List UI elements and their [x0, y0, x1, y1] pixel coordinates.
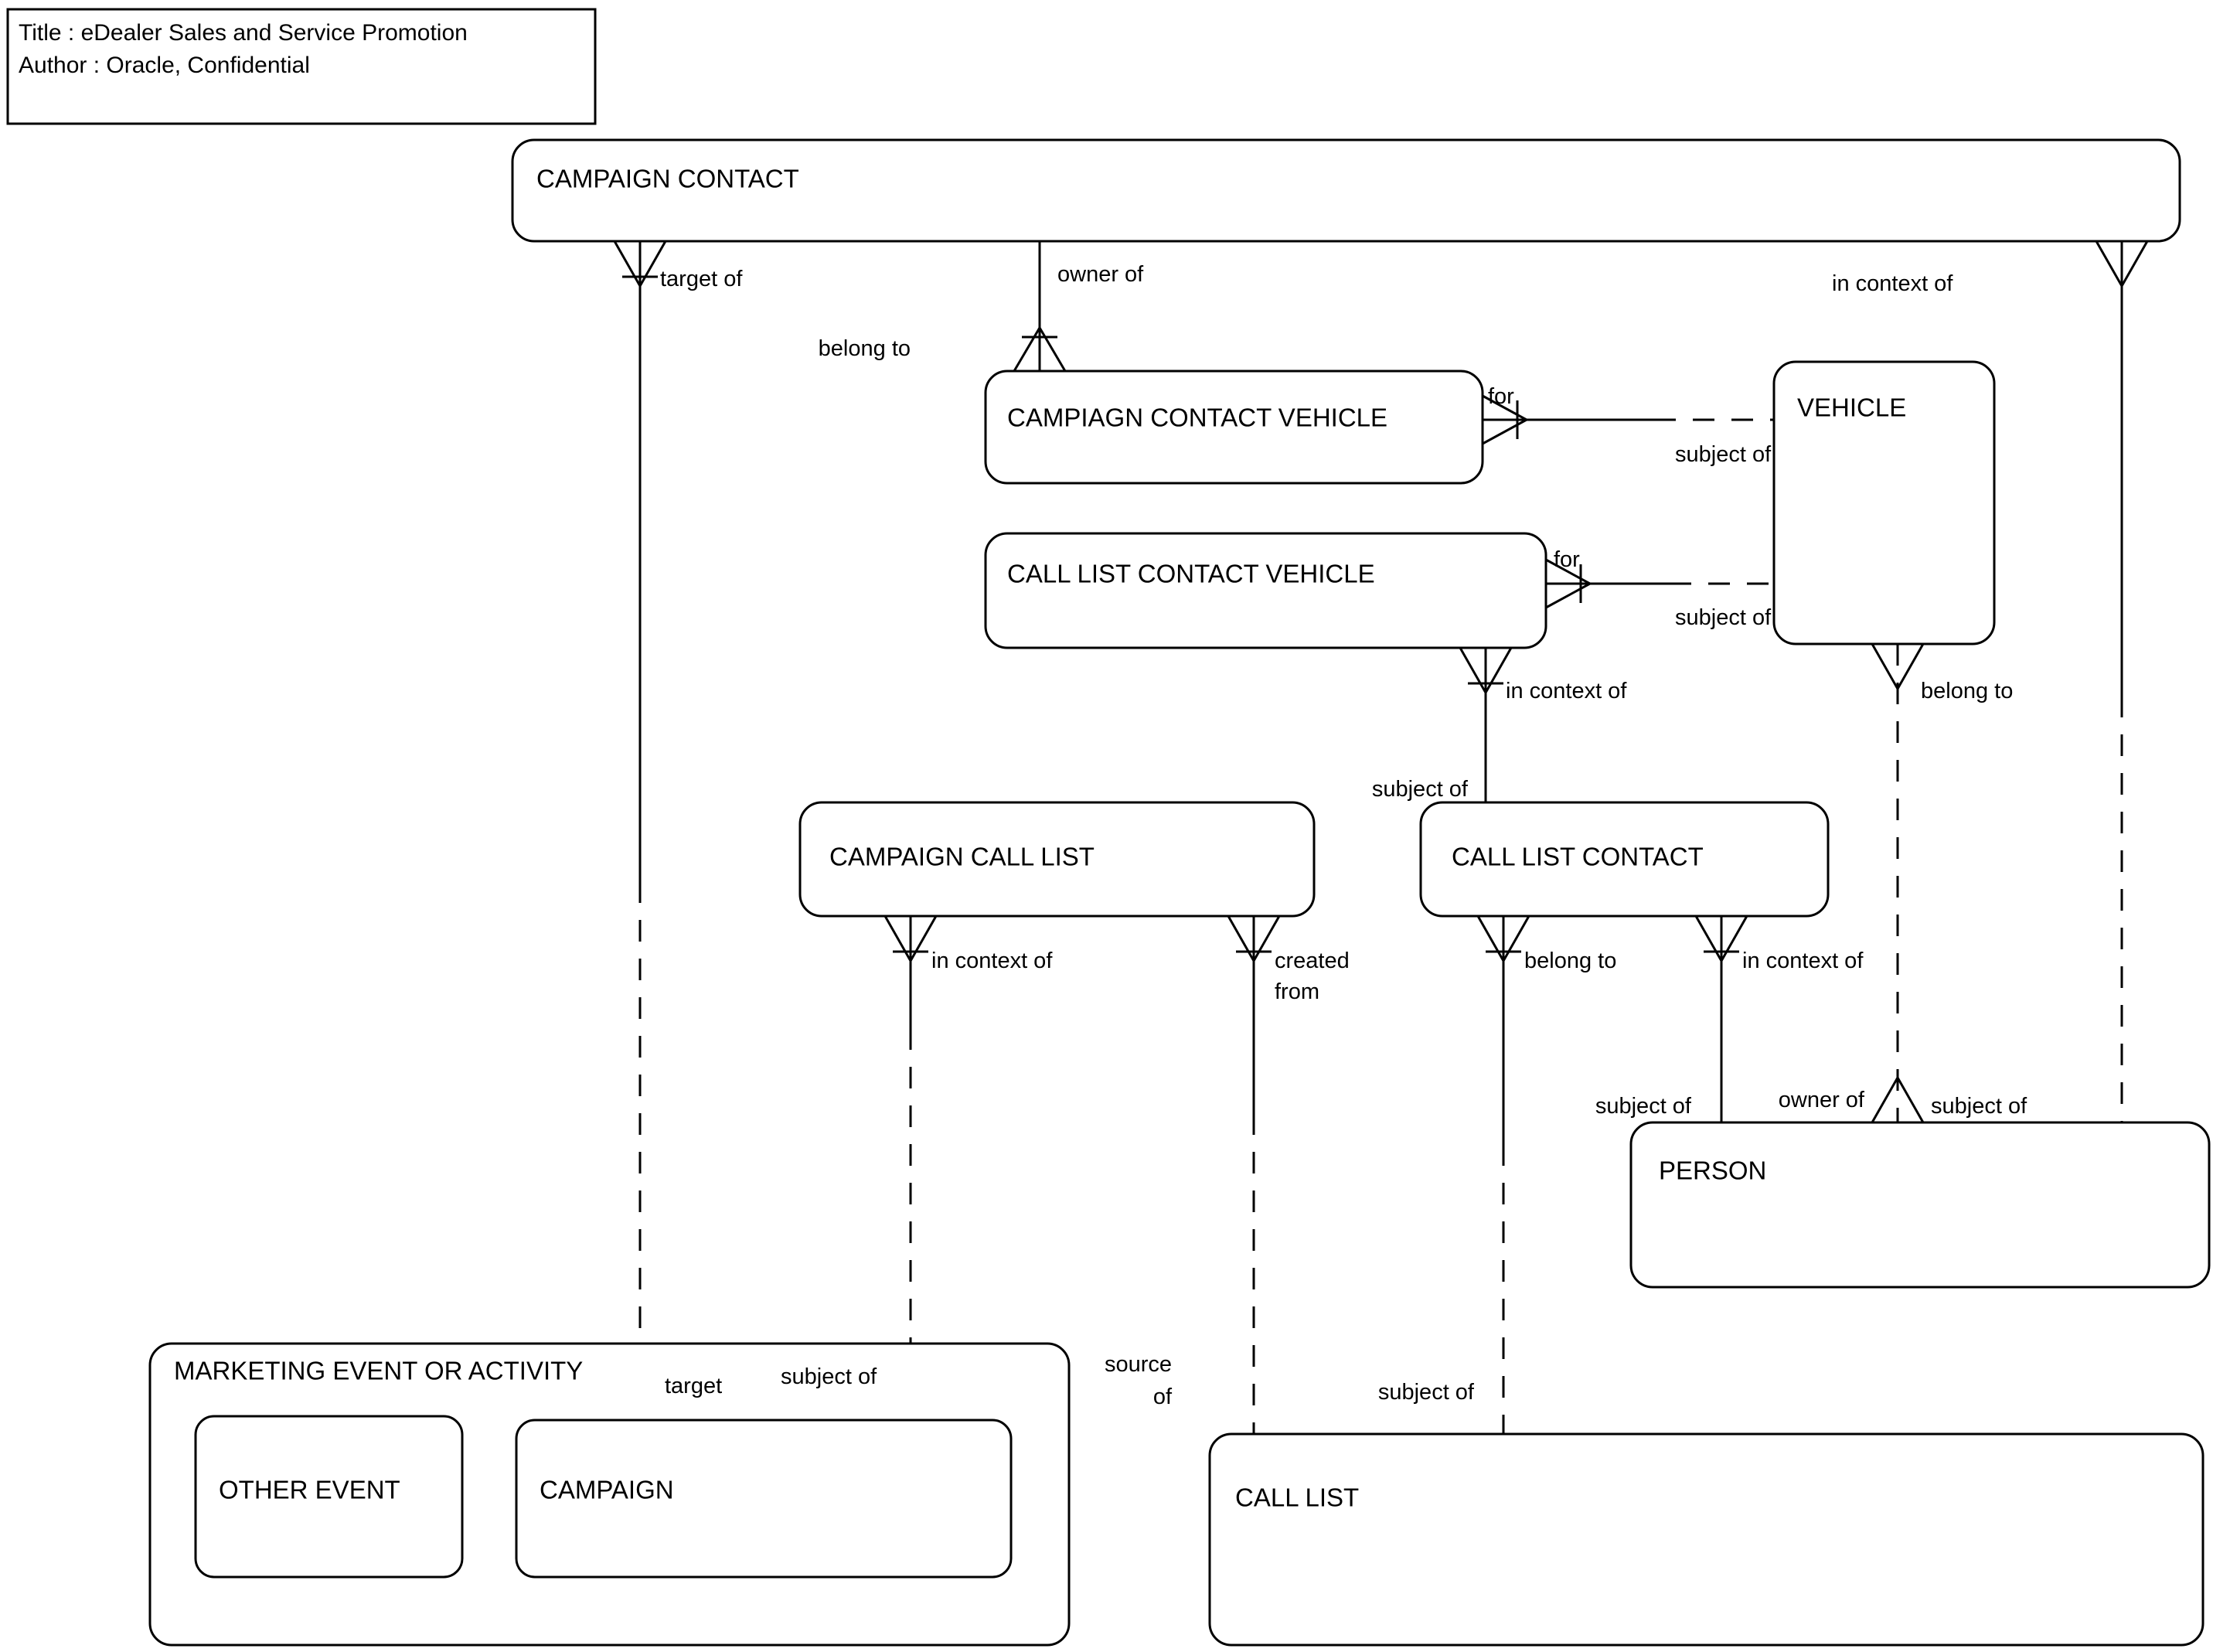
entity-call-list[interactable] — [1208, 1432, 2204, 1647]
crowsfoot-belong-to-clc — [1476, 915, 1530, 964]
entity-campiagn-contact-vehicle[interactable] — [984, 370, 1484, 485]
entity-campaign-call-list[interactable] — [798, 801, 1316, 918]
entity-vehicle[interactable] — [1772, 360, 1996, 645]
label-source-of-line2: of — [1153, 1385, 1173, 1409]
label-subject-of-call-list: subject of — [1378, 1380, 1475, 1405]
crowsfoot-belong-to-vehicle — [1871, 643, 1925, 692]
label-created-from-line2: from — [1275, 979, 1319, 1004]
entity-campaign-contact-label: CAMPAIGN CONTACT — [536, 165, 799, 193]
label-subject-of-clcv-clc: subject of — [1372, 777, 1469, 802]
entity-person-label: PERSON — [1659, 1156, 1766, 1185]
label-subject-of-ccv-vehicle: subject of — [1675, 442, 1772, 467]
crowsfoot-in-context-of-right — [2095, 240, 2149, 289]
label-in-context-of-clcv: in context of — [1506, 679, 1627, 703]
label-created-from-line1: created — [1275, 949, 1350, 973]
crowsfoot-in-context-of-clcv — [1459, 647, 1513, 696]
label-belong-to-campiagn-contact-vehicle: belong to — [819, 336, 911, 361]
entity-call-list-contact-vehicle-label: CALL LIST CONTACT VEHICLE — [1007, 560, 1375, 588]
label-subject-of-person-right: subject of — [1931, 1094, 2027, 1119]
label-target-campaign: target — [665, 1374, 722, 1398]
entity-call-list-contact[interactable] — [1419, 801, 1830, 918]
label-subject-of-person-left: subject of — [1595, 1094, 1692, 1119]
entity-call-list-contact-vehicle[interactable] — [984, 532, 1547, 649]
label-owner-of-campaign-contact: owner of — [1057, 262, 1144, 287]
crowsfoot-owner-of-person — [1871, 1075, 1925, 1123]
entity-person[interactable] — [1629, 1121, 2211, 1289]
entity-marketing-event-or-activity-label: MARKETING EVENT OR ACTIVITY — [174, 1357, 583, 1385]
crowsfoot-in-context-of-clc — [1694, 915, 1748, 964]
title-block-line-2: Author : Oracle, Confidential — [19, 53, 310, 78]
label-source-of-line1: source — [1105, 1352, 1172, 1377]
entity-campaign-call-list-label: CAMPAIGN CALL LIST — [829, 843, 1095, 871]
crowsfoot-for-call-list-contact-vehicle — [1545, 558, 1593, 609]
label-in-context-of-call-list-contact: in context of — [1742, 949, 1864, 973]
crowsfoot-target-of — [613, 240, 667, 289]
entity-campiagn-contact-vehicle-label: CAMPIAGN CONTACT VEHICLE — [1007, 404, 1387, 432]
label-belong-to-call-list-contact: belong to — [1524, 949, 1616, 973]
crowsfoot-created-from-ccl — [1227, 915, 1281, 964]
entity-campaign-label: CAMPAIGN — [540, 1476, 674, 1504]
label-in-context-of-campaign-call-list: in context of — [931, 949, 1053, 973]
label-in-context-of-campaign-contact: in context of — [1832, 271, 1953, 296]
crowsfoot-for-campiagn-contact-vehicle — [1482, 394, 1530, 445]
label-owner-of-person: owner of — [1779, 1088, 1865, 1112]
entity-vehicle-label: VEHICLE — [1797, 393, 1906, 422]
entity-other-event[interactable] — [194, 1415, 464, 1579]
entity-call-list-label: CALL LIST — [1235, 1483, 1359, 1512]
crowsfoot-belong-to-campiagn-contact-vehicle — [1013, 325, 1067, 372]
entity-campaign-contact[interactable] — [511, 138, 2181, 243]
label-for-call-list-contact-vehicle: for — [1554, 547, 1580, 572]
entity-call-list-contact-label: CALL LIST CONTACT — [1452, 843, 1704, 871]
entity-campaign[interactable] — [515, 1419, 1013, 1579]
label-subject-of-campaign: subject of — [781, 1364, 877, 1389]
label-belong-to-vehicle: belong to — [1921, 679, 2013, 703]
label-for-campiagn-contact-vehicle: for — [1488, 384, 1514, 409]
title-block-line-1: Title : eDealer Sales and Service Promot… — [19, 20, 468, 46]
entity-other-event-label: OTHER EVENT — [219, 1476, 400, 1504]
title-block-box — [6, 8, 597, 125]
label-subject-of-clcv-vehicle: subject of — [1675, 605, 1772, 630]
crowsfoot-in-context-of-ccl — [883, 915, 938, 964]
label-target-of: target of — [660, 267, 743, 291]
